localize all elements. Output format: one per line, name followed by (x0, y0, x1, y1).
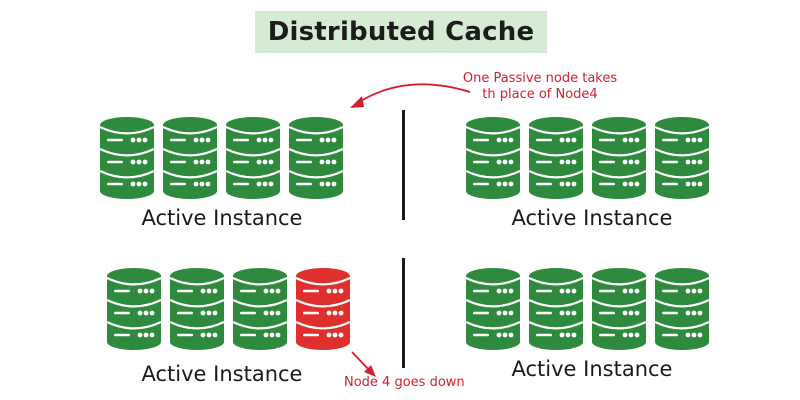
database-server-icon (654, 268, 710, 350)
curved-arrow-icon (350, 83, 471, 108)
database-server-icon (288, 117, 344, 199)
annotation-line-1: One Passive node takes (462, 71, 618, 86)
group-label-top-left: Active Instance (141, 206, 303, 230)
group-label-bottom-right: Active Instance (511, 357, 673, 381)
database-server-icon (162, 117, 218, 199)
annotation-line-2: th place of Node4 (482, 87, 598, 102)
annotation-node-down: Node 4 goes down (344, 375, 465, 390)
vertical-divider-top (402, 110, 405, 220)
annotation-passive-takeover: One Passive node takes th place of Node4 (445, 71, 635, 103)
database-server-icon (528, 268, 584, 350)
database-server-icon (654, 117, 710, 199)
database-server-icon (591, 268, 647, 350)
database-server-icon (528, 117, 584, 199)
cluster-bottom-left (106, 268, 351, 350)
cluster-bottom-right (465, 268, 710, 350)
database-server-icon (106, 268, 162, 350)
page-title: Distributed Cache (267, 17, 535, 47)
database-server-icon (169, 268, 225, 350)
group-label-bottom-left: Active Instance (141, 362, 303, 386)
database-server-icon (99, 117, 155, 199)
database-server-icon (465, 268, 521, 350)
node-down-arrow-icon (351, 351, 376, 377)
title-banner: Distributed Cache (255, 11, 547, 53)
database-server-icon (232, 268, 288, 350)
cluster-top-right (465, 117, 710, 199)
database-server-icon (295, 268, 351, 350)
database-server-icon (465, 117, 521, 199)
database-server-icon (591, 117, 647, 199)
group-label-top-right: Active Instance (511, 206, 673, 230)
vertical-divider-bottom (402, 258, 405, 368)
cluster-top-left (99, 117, 344, 199)
database-server-icon (225, 117, 281, 199)
